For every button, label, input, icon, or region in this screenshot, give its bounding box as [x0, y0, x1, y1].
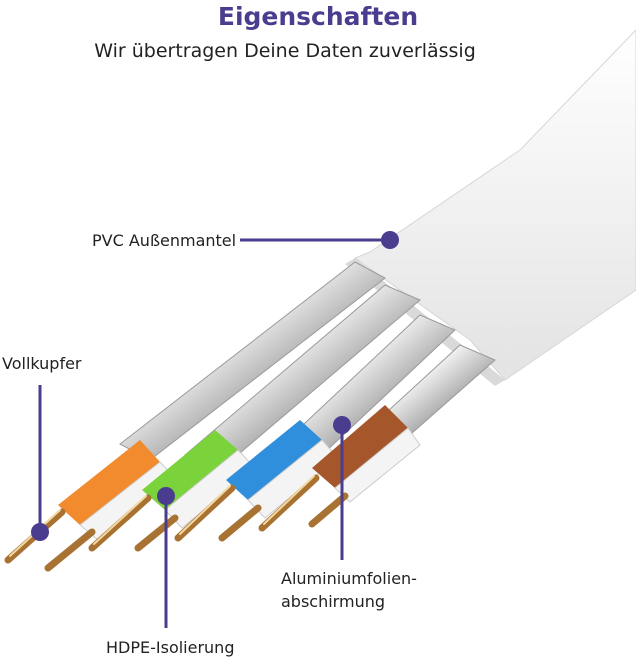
label-copper-conductor: Vollkupfer — [2, 354, 82, 373]
label-hdpe-insulation: HDPE-Isolierung — [106, 638, 235, 657]
page-subtitle: Wir übertragen Deine Daten zuverlässig — [94, 40, 476, 62]
label-foil-shielding-line2: abschirmung — [281, 592, 385, 611]
callout-leaders — [31, 231, 399, 628]
page-title: Eigenschaften — [217, 2, 419, 31]
wire-brown — [312, 405, 421, 503]
pvc-jacket — [345, 29, 636, 386]
label-foil-shielding-line1: Aluminiumfolien- — [281, 569, 417, 588]
label-pvc-jacket: PVC Außenmantel — [92, 231, 237, 250]
